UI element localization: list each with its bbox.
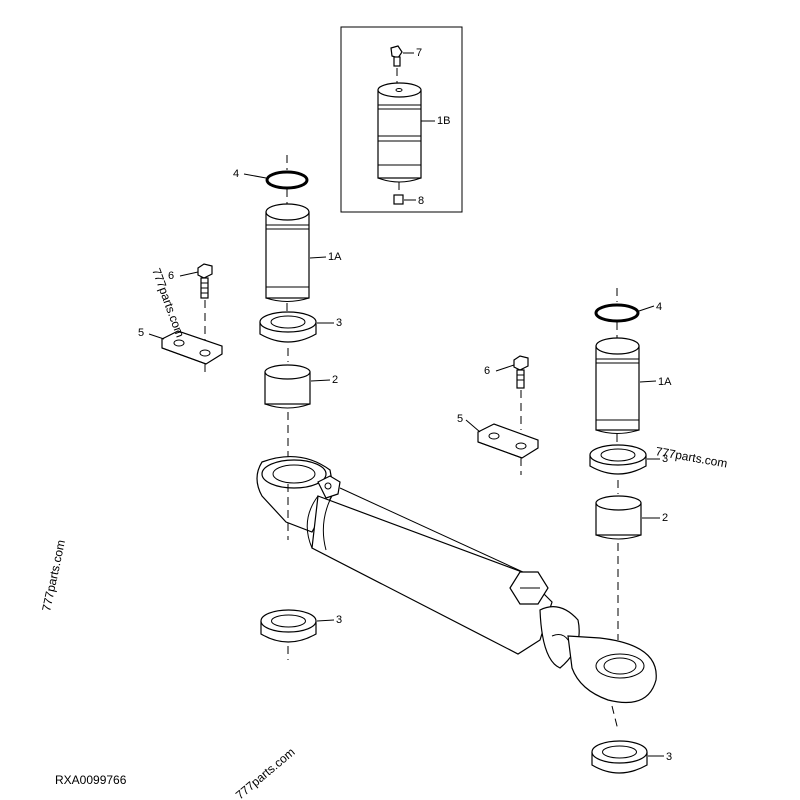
inset-kit-1b: 7 1B 8	[340, 26, 463, 213]
watermark-4: 777parts.com	[233, 745, 298, 800]
plate-5-right	[477, 423, 539, 459]
callout-7: 7	[416, 47, 422, 59]
callout-8: 8	[418, 195, 424, 207]
hydraulic-cylinder	[256, 456, 657, 731]
spacer-3-lower-left	[260, 609, 317, 660]
pin-1a-right	[595, 337, 640, 434]
hex-port	[509, 571, 549, 605]
callout-5-right: 5	[457, 413, 463, 425]
callout-3-upper-right: 3	[662, 453, 668, 465]
callout-3-lower-left: 3	[336, 614, 342, 626]
spacer-3-upper-right	[589, 444, 647, 475]
pin-1a-left	[265, 203, 310, 302]
spacer-3-lower-right	[591, 740, 648, 774]
callout-5-left: 5	[138, 327, 144, 339]
callout-6-right: 6	[484, 365, 490, 377]
spacer-3-upper-left	[259, 311, 317, 343]
right-pin-stack: 4 1A 3 2	[589, 288, 672, 640]
callout-3-upper-left: 3	[336, 317, 342, 329]
left-pin-stack: 4 1A 3 2	[233, 155, 342, 462]
bushing-2-right	[595, 495, 642, 540]
callout-2-right: 2	[662, 512, 668, 524]
callout-4-right: 4	[656, 301, 662, 313]
callout-3-lower-right: 3	[666, 751, 672, 763]
callout-6-left: 6	[168, 270, 174, 282]
callout-1a-right: 1A	[658, 376, 672, 388]
grease-fitting-7	[390, 45, 403, 67]
inset-frame	[340, 26, 463, 213]
watermark-2: 777parts.com	[654, 444, 728, 470]
o-ring-4-left	[265, 170, 309, 190]
right-bolt-plate: 6 5	[457, 355, 539, 475]
bolt-6-left	[197, 263, 213, 299]
plate-5-left	[161, 330, 223, 365]
figure-id: RXA0099766	[55, 773, 127, 787]
callout-2-left: 2	[332, 374, 338, 386]
callout-1b: 1B	[437, 115, 450, 127]
bolt-6-right	[513, 355, 529, 389]
o-ring-4-right	[594, 303, 640, 323]
callout-4-left: 4	[233, 168, 239, 180]
left-bolt-plate: 6 5	[138, 263, 223, 376]
bushing-2-left	[264, 364, 311, 409]
plug-8	[393, 194, 404, 205]
callout-1a-left: 1A	[328, 251, 342, 263]
watermark-3: 777parts.com	[39, 539, 68, 613]
barrel-fitting	[317, 475, 341, 499]
pin-1b	[377, 82, 422, 183]
